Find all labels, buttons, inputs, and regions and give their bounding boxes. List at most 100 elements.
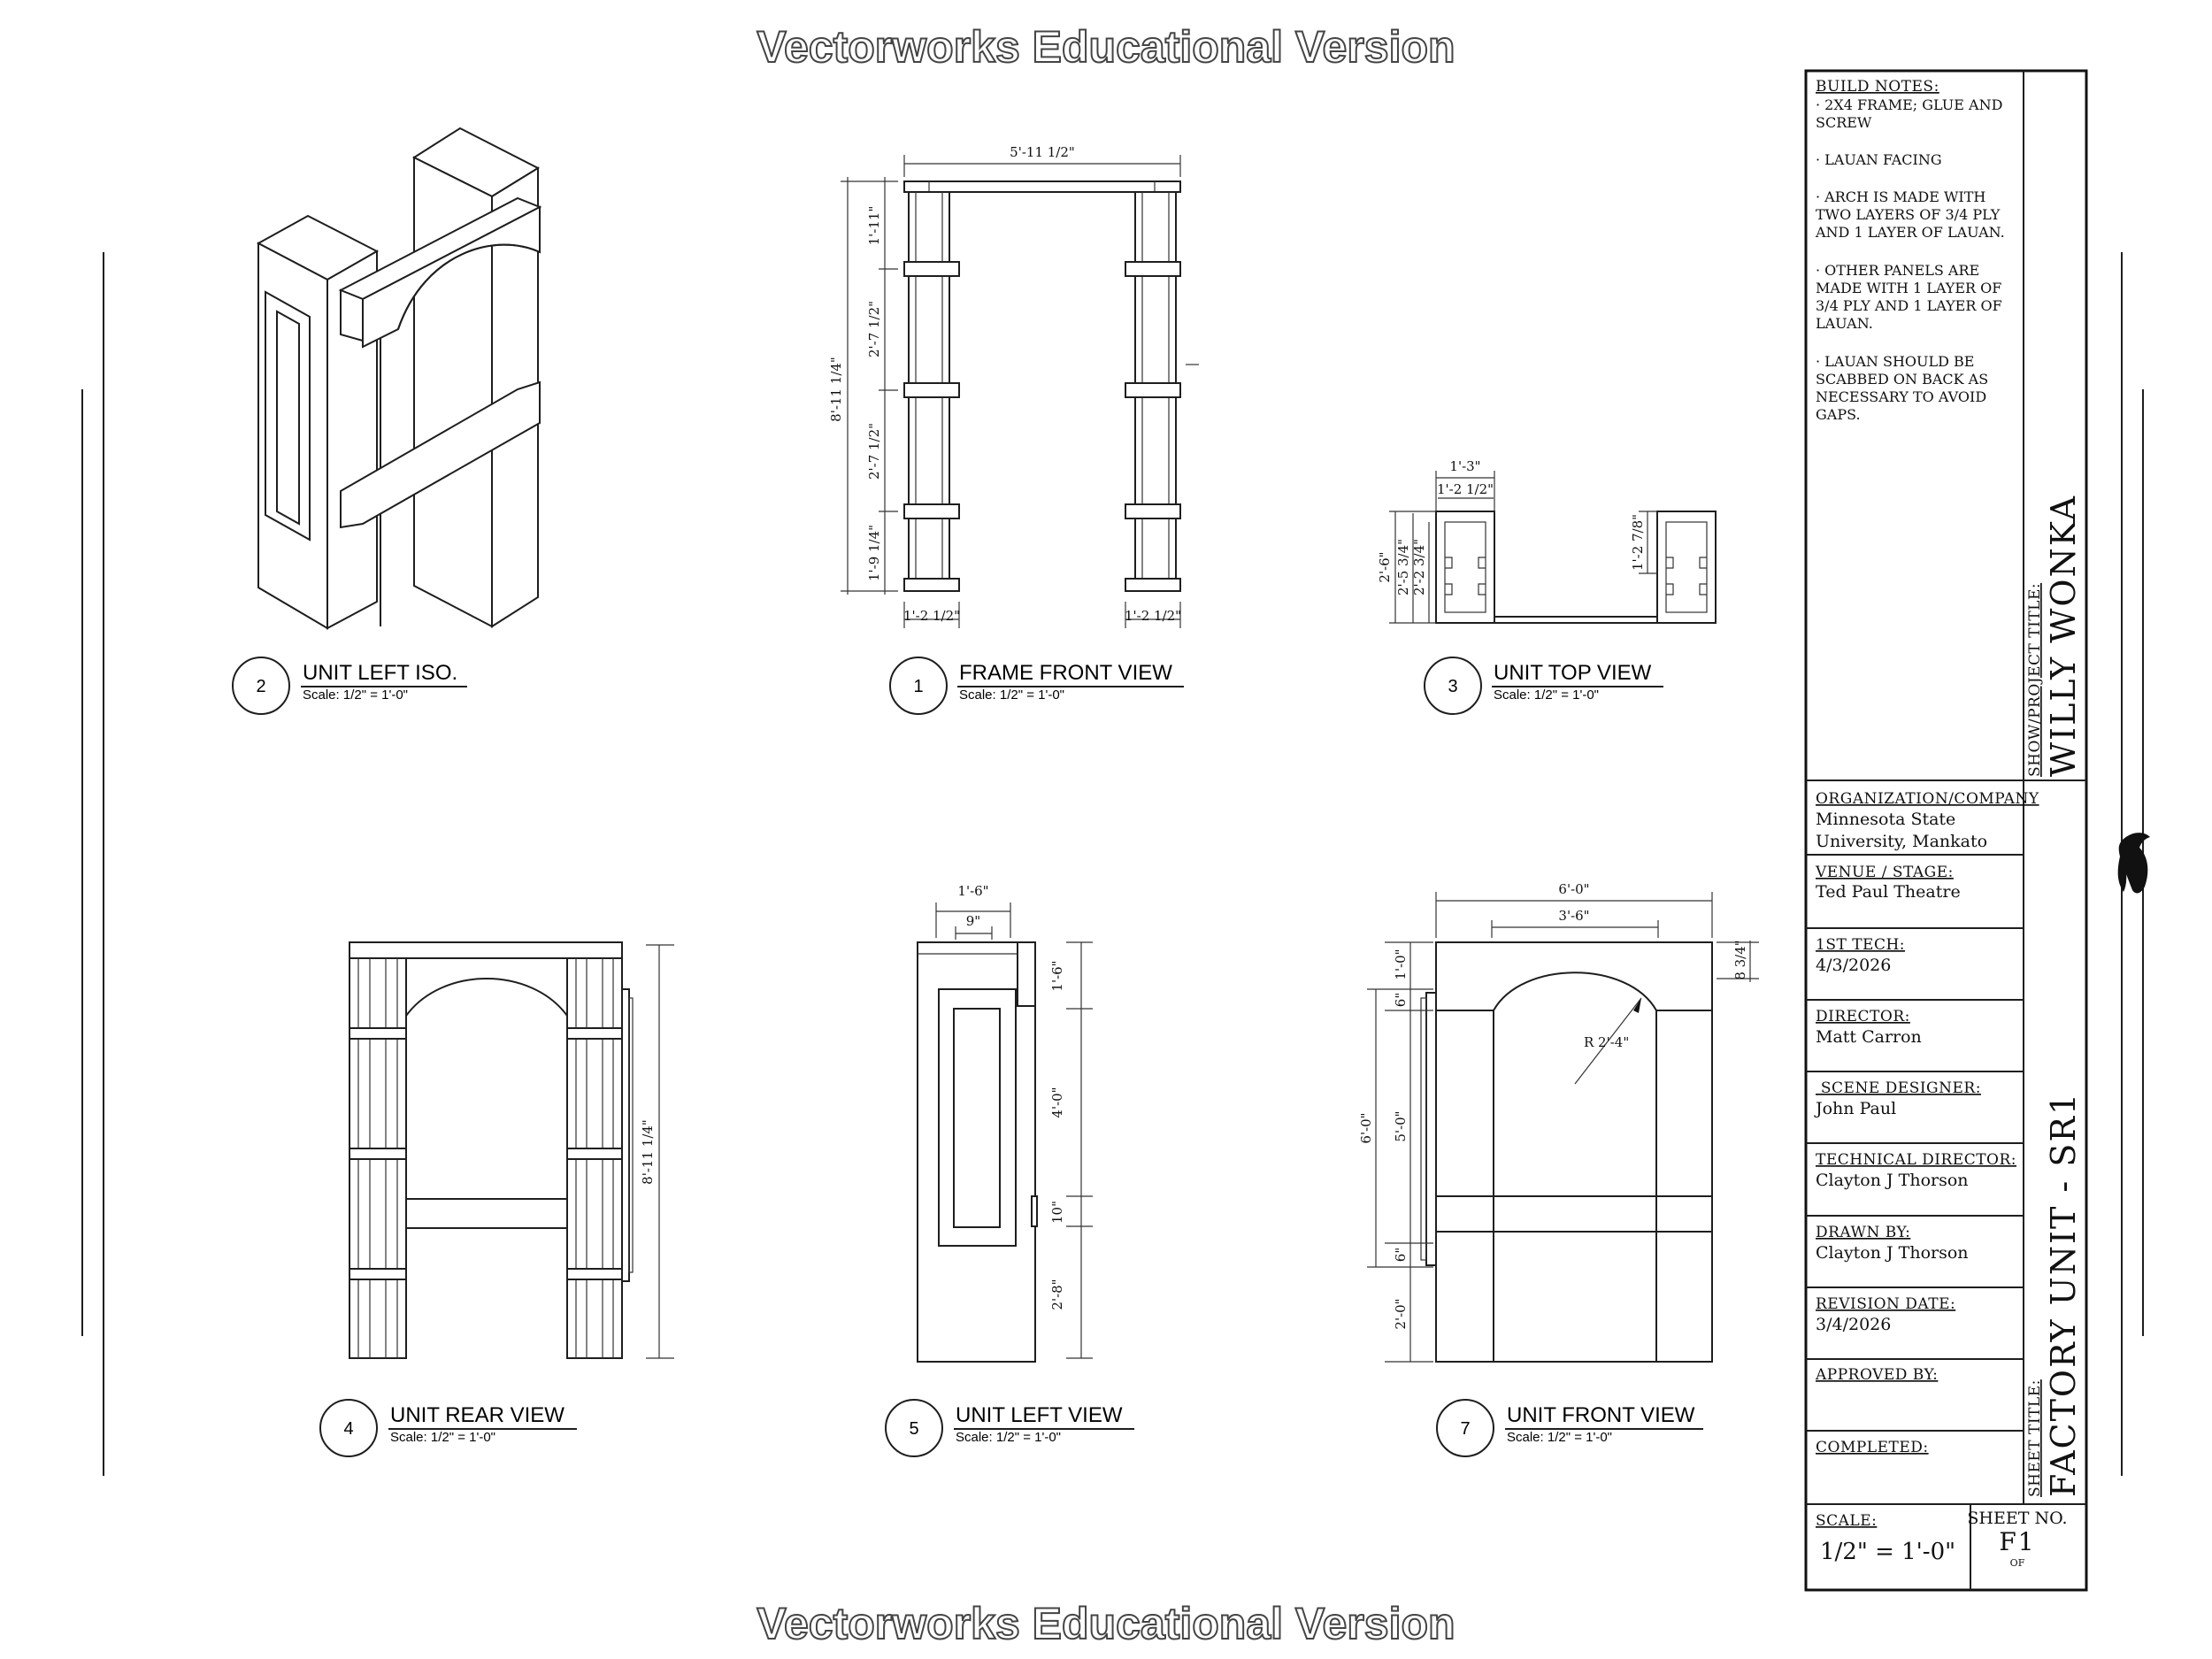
view-title: FRAME FRONT VIEW [959, 661, 1172, 685]
field-label: SCENE DESIGNER: [1816, 1079, 1981, 1097]
field-value: John Paul [1814, 1099, 1896, 1118]
scale-label: SCALE: [1816, 1512, 1877, 1530]
field-label: TECHNICAL DIRECTOR: [1816, 1151, 2016, 1169]
unit-front-view-drawing [1367, 892, 1759, 1363]
dim-front-h-total: 6'-0" [1358, 1112, 1374, 1143]
dim-frame-left-leg: 1'-2 1/2" [903, 608, 960, 624]
field-organization: ORGANIZATION/COMPANY Minnesota State Uni… [1816, 790, 2039, 851]
sheet-of: OF [2010, 1557, 2025, 1569]
unit-rear-view-drawing [349, 941, 674, 1359]
dim-left-width-b: 9" [966, 913, 980, 929]
view-scale: Scale: 1/2" = 1'-0" [1507, 1430, 1612, 1445]
dim-frame-right-leg: 1'-2 1/2" [1125, 608, 1181, 624]
build-note-2: · LAUAN FACING [1816, 151, 1942, 168]
dim-front-width-a: 6'-0" [1558, 881, 1589, 897]
dim-left-width-a: 1'-6" [957, 883, 988, 899]
dim-top-right: 1'-2 7/8" [1630, 514, 1646, 571]
field-value: Minnesota State [1816, 810, 1955, 829]
build-notes: BUILD NOTES: · 2X4 FRAME; GLUE AND SCREW… [1815, 78, 2008, 423]
sheet-title-block: SHEET TITLE: FACTORY UNIT - SR1 [2026, 1092, 2083, 1497]
field-approved-by: APPROVED BY: [1815, 1366, 1938, 1384]
field-drawn-by: DRAWN BY: Clayton J Thorson [1816, 1224, 1969, 1263]
field-value: Matt Carron [1816, 1027, 1922, 1047]
field-director: DIRECTOR: Matt Carron [1816, 1008, 1922, 1047]
view-title: UNIT LEFT VIEW [956, 1403, 1123, 1427]
sheet-title: FACTORY UNIT - SR1 [2044, 1092, 2083, 1497]
field-label: VENUE / STAGE: [1815, 864, 1954, 881]
view-scale: Scale: 1/2" = 1'-0" [959, 687, 1064, 703]
view-title: UNIT FRONT VIEW [1507, 1403, 1695, 1427]
sheet-number-block: SHEET NO. F1 OF [1967, 1509, 2067, 1569]
view-number: 2 [256, 677, 265, 696]
dim-top-depth-c: 2'-2 3/4" [1411, 539, 1427, 595]
view-label-4: 4 UNIT REAR VIEW Scale: 1/2" = 1'-0" [319, 1399, 577, 1457]
view-label-5: 5 UNIT LEFT VIEW Scale: 1/2" = 1'-0" [885, 1399, 1134, 1457]
field-value: Clayton J Thorson [1816, 1171, 1969, 1190]
field-completed: COMPLETED: [1816, 1439, 1928, 1456]
frame-front-drawing [841, 155, 1199, 628]
title-block [1804, 69, 2088, 1592]
dim-frame-seg4: 1'-9 1/4" [866, 525, 882, 581]
dim-front-seg-a: 1'-0" [1393, 949, 1409, 979]
field-label: 1ST TECH: [1816, 936, 1905, 954]
unit-top-view-drawing [1389, 471, 1717, 624]
dim-frame-seg1: 1'-11" [866, 206, 882, 246]
dim-top-outer: 1'-3" [1449, 458, 1480, 474]
dim-front-seg-d: 6" [1393, 1248, 1409, 1262]
build-notes-heading: BUILD NOTES: [1816, 78, 1939, 96]
view-title: UNIT REAR VIEW [390, 1403, 565, 1427]
field-value: Clayton J Thorson [1816, 1243, 1969, 1263]
dim-left-seg3: 10" [1049, 1201, 1065, 1224]
dim-top-depth-a: 2'-6" [1377, 551, 1393, 582]
field-value: 4/3/2026 [1816, 956, 1891, 975]
field-label: ORGANIZATION/COMPANY [1816, 790, 2039, 808]
build-note-5: · LAUAN SHOULD BE SCABBED ON BACK AS NEC… [1816, 353, 1993, 423]
view-label-1: 1 FRAME FRONT VIEW Scale: 1/2" = 1'-0" [889, 657, 1184, 715]
view-label-2: 2 UNIT LEFT ISO. Scale: 1/2" = 1'-0" [232, 657, 467, 715]
view-title: UNIT LEFT ISO. [303, 661, 457, 685]
dim-front-width-b: 3'-6" [1558, 908, 1589, 924]
view-title: UNIT TOP VIEW [1494, 661, 1652, 685]
sheet-no-label: SHEET NO. [1967, 1509, 2067, 1528]
watermark-bottom: Vectorworks Educational Version [757, 1599, 1455, 1648]
dim-front-seg-e: 2'-0" [1393, 1298, 1409, 1329]
view-label-7: 7 UNIT FRONT VIEW Scale: 1/2" = 1'-0" [1436, 1399, 1703, 1457]
view-scale: Scale: 1/2" = 1'-0" [956, 1430, 1061, 1445]
view-number: 3 [1448, 677, 1457, 696]
dim-front-radius: R 2'-4" [1584, 1034, 1629, 1050]
build-note-3: · ARCH IS MADE WITH TWO LAYERS OF 3/4 PL… [1815, 188, 2005, 241]
dim-front-right: 8 3/4" [1732, 940, 1748, 979]
field-label: APPROVED BY: [1815, 1366, 1938, 1384]
field-first-tech: 1ST TECH: 4/3/2026 [1816, 936, 1905, 975]
watermark-top: Vectorworks Educational Version [757, 22, 1455, 72]
field-label: REVISION DATE: [1816, 1295, 1955, 1313]
unit-left-view-dimensions: 1'-6" 9" 1'-6" 4'-0" 10" 2'-8" [957, 883, 1065, 1310]
unit-top-view-dimensions: 1'-3" 1'-2 1/2" 2'-6" 2'-5 3/4" 2'-2 3/4… [1377, 458, 1646, 595]
dim-frame-seg3: 2'-7 1/2" [866, 423, 882, 480]
dim-front-seg-c: 5'-0" [1393, 1110, 1409, 1141]
build-note-4: · OTHER PANELS ARE MADE WITH 1 LAYER OF … [1816, 262, 2007, 332]
show-title-label: SHOW/PROJECT TITLE: [2026, 583, 2044, 777]
view-scale: Scale: 1/2" = 1'-0" [390, 1430, 495, 1445]
field-value: University, Mankato [1816, 832, 1987, 851]
show-title-block: SHOW/PROJECT TITLE: WILLY WONKA [2026, 495, 2083, 777]
view-label-3: 3 UNIT TOP VIEW Scale: 1/2" = 1'-0" [1424, 657, 1663, 715]
field-venue: VENUE / STAGE: Ted Paul Theatre [1815, 864, 1961, 902]
dim-left-seg4: 2'-8" [1049, 1279, 1065, 1310]
field-value: 3/4/2026 [1816, 1315, 1891, 1334]
unit-rear-view-dimensions: 8'-11 1/4" [640, 1119, 656, 1185]
crow-logo-icon [2117, 833, 2150, 894]
unit-left-iso-drawing [256, 127, 542, 630]
view-number: 4 [343, 1419, 353, 1439]
dim-rear-height: 8'-11 1/4" [640, 1119, 656, 1185]
frame-front-dimensions: 5'-11 1/2" 8'-11 1/4" 1'-11" 2'-7 1/2" 2… [828, 144, 1181, 624]
dim-frame-width: 5'-11 1/2" [1010, 144, 1075, 160]
view-number: 1 [913, 677, 923, 696]
dim-top-depth-b: 2'-5 3/4" [1395, 539, 1411, 595]
dim-frame-height: 8'-11 1/4" [828, 357, 844, 422]
unit-left-view-drawing [917, 902, 1093, 1363]
build-note-1: · 2X4 FRAME; GLUE AND SCREW [1816, 96, 2008, 131]
field-value: Ted Paul Theatre [1816, 882, 1961, 902]
field-label: DIRECTOR: [1816, 1008, 1910, 1025]
